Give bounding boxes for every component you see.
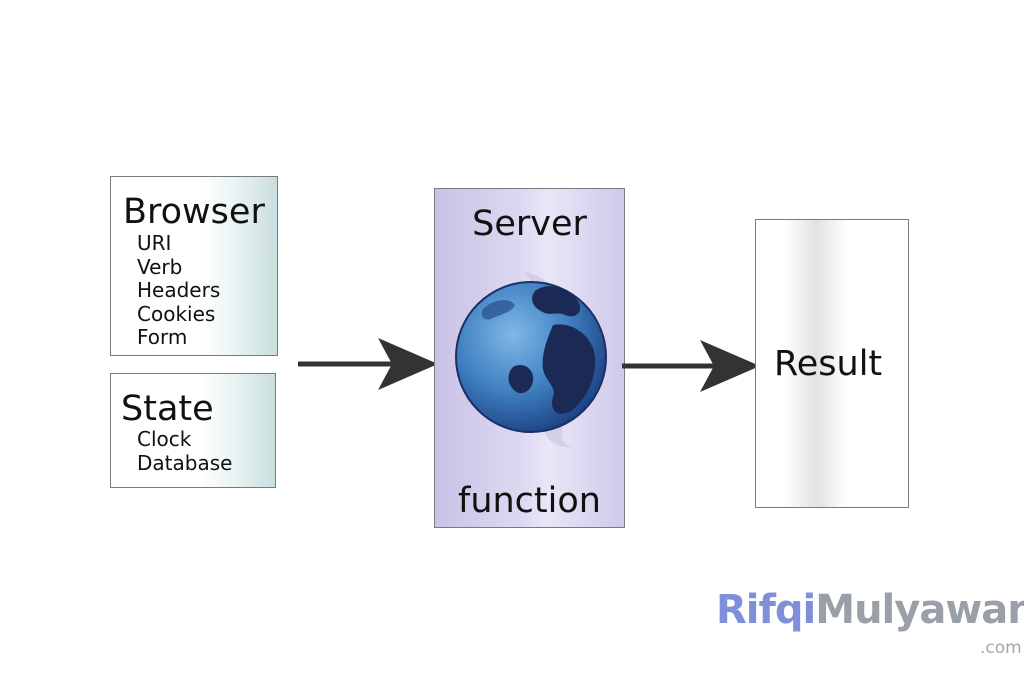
browser-item: Headers — [137, 278, 221, 302]
browser-item: URI — [137, 231, 172, 255]
watermark-logo: RifqiMulyawan — [716, 590, 1024, 630]
state-title: State — [121, 389, 214, 429]
server-box: Server function — [434, 188, 625, 528]
watermark-first: Rifqi — [716, 587, 816, 633]
state-item: Database — [137, 450, 233, 475]
browser-item-list: URI Verb Headers Cookies Form — [137, 231, 221, 350]
state-item: Clock — [137, 427, 192, 451]
server-caption: function — [458, 481, 601, 521]
browser-item: Cookies — [137, 301, 216, 326]
arrow-right-icon — [298, 338, 438, 390]
watermark-suffix: .com — [980, 638, 1022, 658]
browser-title: Browser — [123, 192, 265, 232]
browser-item: Verb — [137, 254, 183, 279]
browser-item: Form — [137, 325, 188, 349]
state-item-list: Clock Database — [137, 427, 233, 475]
arrow-right-icon — [622, 340, 760, 392]
browser-box: Browser URI Verb Headers Cookies Form — [110, 176, 278, 356]
result-box: Result — [755, 219, 909, 508]
watermark-second: Mulyawan — [815, 587, 1024, 633]
state-box: State Clock Database — [110, 373, 276, 488]
server-title: Server — [472, 204, 587, 244]
globe-icon — [455, 271, 607, 448]
result-label: Result — [774, 344, 883, 384]
